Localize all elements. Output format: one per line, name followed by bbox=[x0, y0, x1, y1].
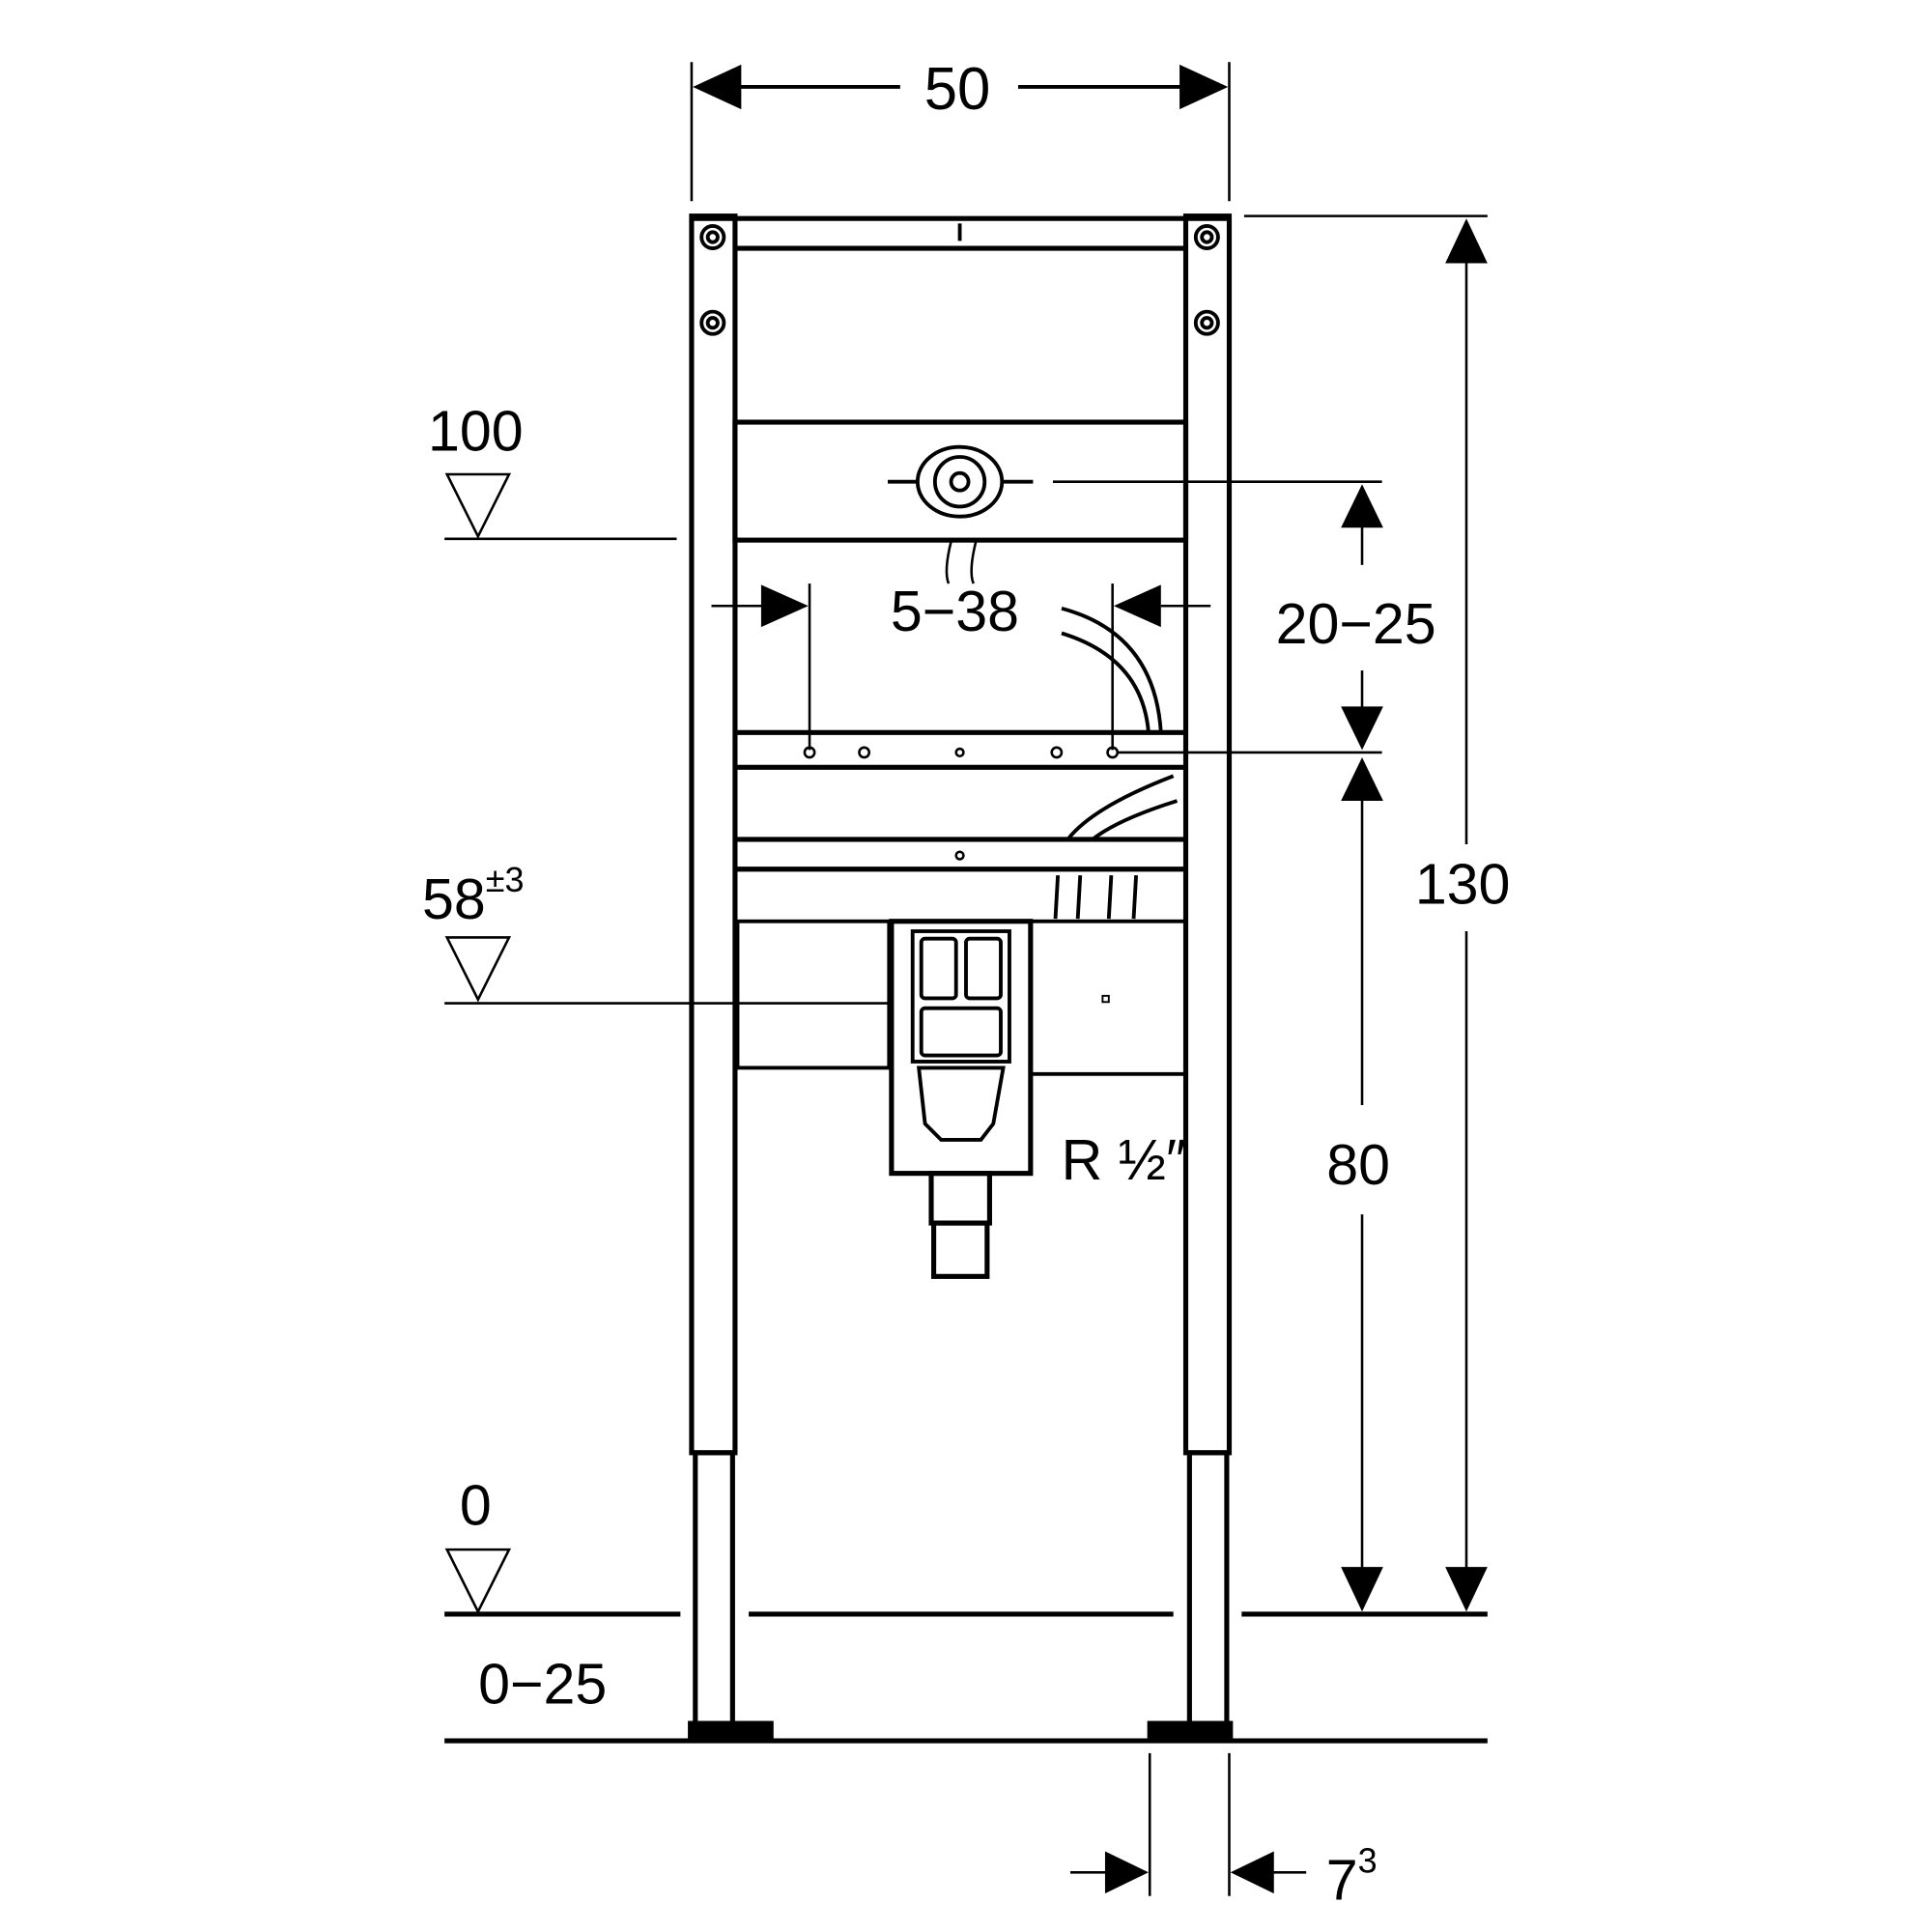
bolt-icons bbox=[699, 224, 1220, 336]
level-marker-100: 100 bbox=[428, 399, 677, 541]
spacing-dimension: 20−25 bbox=[1052, 480, 1436, 751]
thread-label: R ½″ bbox=[1062, 1127, 1186, 1192]
width-dimension: 50 bbox=[690, 56, 1231, 202]
svg-text:80: 80 bbox=[1326, 1132, 1390, 1197]
flush-unit bbox=[735, 919, 1188, 1279]
horizontal-range-dimension: 5−38 bbox=[711, 579, 1211, 751]
svg-text:20−25: 20−25 bbox=[1276, 591, 1436, 656]
frame bbox=[688, 213, 1234, 1739]
hoses bbox=[1053, 606, 1179, 920]
svg-text:5−38: 5−38 bbox=[891, 579, 1019, 643]
height-outlet-dimension: 80 bbox=[1117, 751, 1390, 1612]
level-marker-58: 58±3 bbox=[422, 860, 889, 1005]
rail-holes bbox=[803, 746, 1120, 861]
height-total-dimension: 130 bbox=[1243, 214, 1511, 1612]
level-marker-0: 0 bbox=[444, 1472, 512, 1615]
leg-offset-dimension: 73 bbox=[1069, 1752, 1378, 1913]
svg-text:0: 0 bbox=[460, 1472, 492, 1537]
svg-text:73: 73 bbox=[1326, 1840, 1378, 1912]
floor-adjust-label: 0−25 bbox=[478, 1651, 607, 1716]
svg-text:58±3: 58±3 bbox=[422, 860, 524, 931]
width-label: 50 bbox=[924, 56, 991, 123]
svg-text:100: 100 bbox=[428, 399, 524, 464]
svg-text:130: 130 bbox=[1415, 852, 1511, 917]
floor-lines bbox=[444, 1611, 1488, 1744]
water-connection-fitting bbox=[888, 444, 1034, 584]
